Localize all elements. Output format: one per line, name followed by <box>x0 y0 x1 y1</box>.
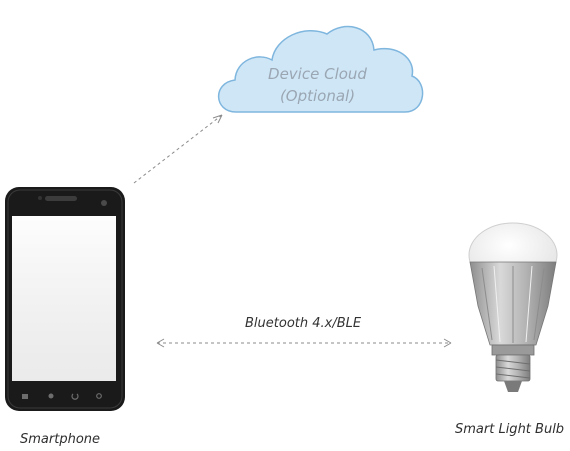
cloud-label: Device Cloud (Optional) <box>215 63 420 107</box>
cloud-link-line <box>133 114 223 184</box>
cloud-link-arrowhead <box>212 114 223 124</box>
cloud-title: Device Cloud <box>268 65 367 83</box>
smart-light-bulb-label: Smart Light Bulb <box>455 422 565 437</box>
cloud-shape <box>217 25 424 113</box>
light-bulb-icon <box>468 222 558 392</box>
bluetooth-link-label: Bluetooth 4.x/BLE <box>245 316 362 331</box>
bluetooth-link-right-arrowhead <box>443 338 452 348</box>
bluetooth-link-left-arrowhead <box>156 338 165 348</box>
smartphone-icon <box>5 187 125 411</box>
cloud-subtitle: (Optional) <box>279 87 356 105</box>
smartphone-label: Smartphone <box>20 432 101 447</box>
